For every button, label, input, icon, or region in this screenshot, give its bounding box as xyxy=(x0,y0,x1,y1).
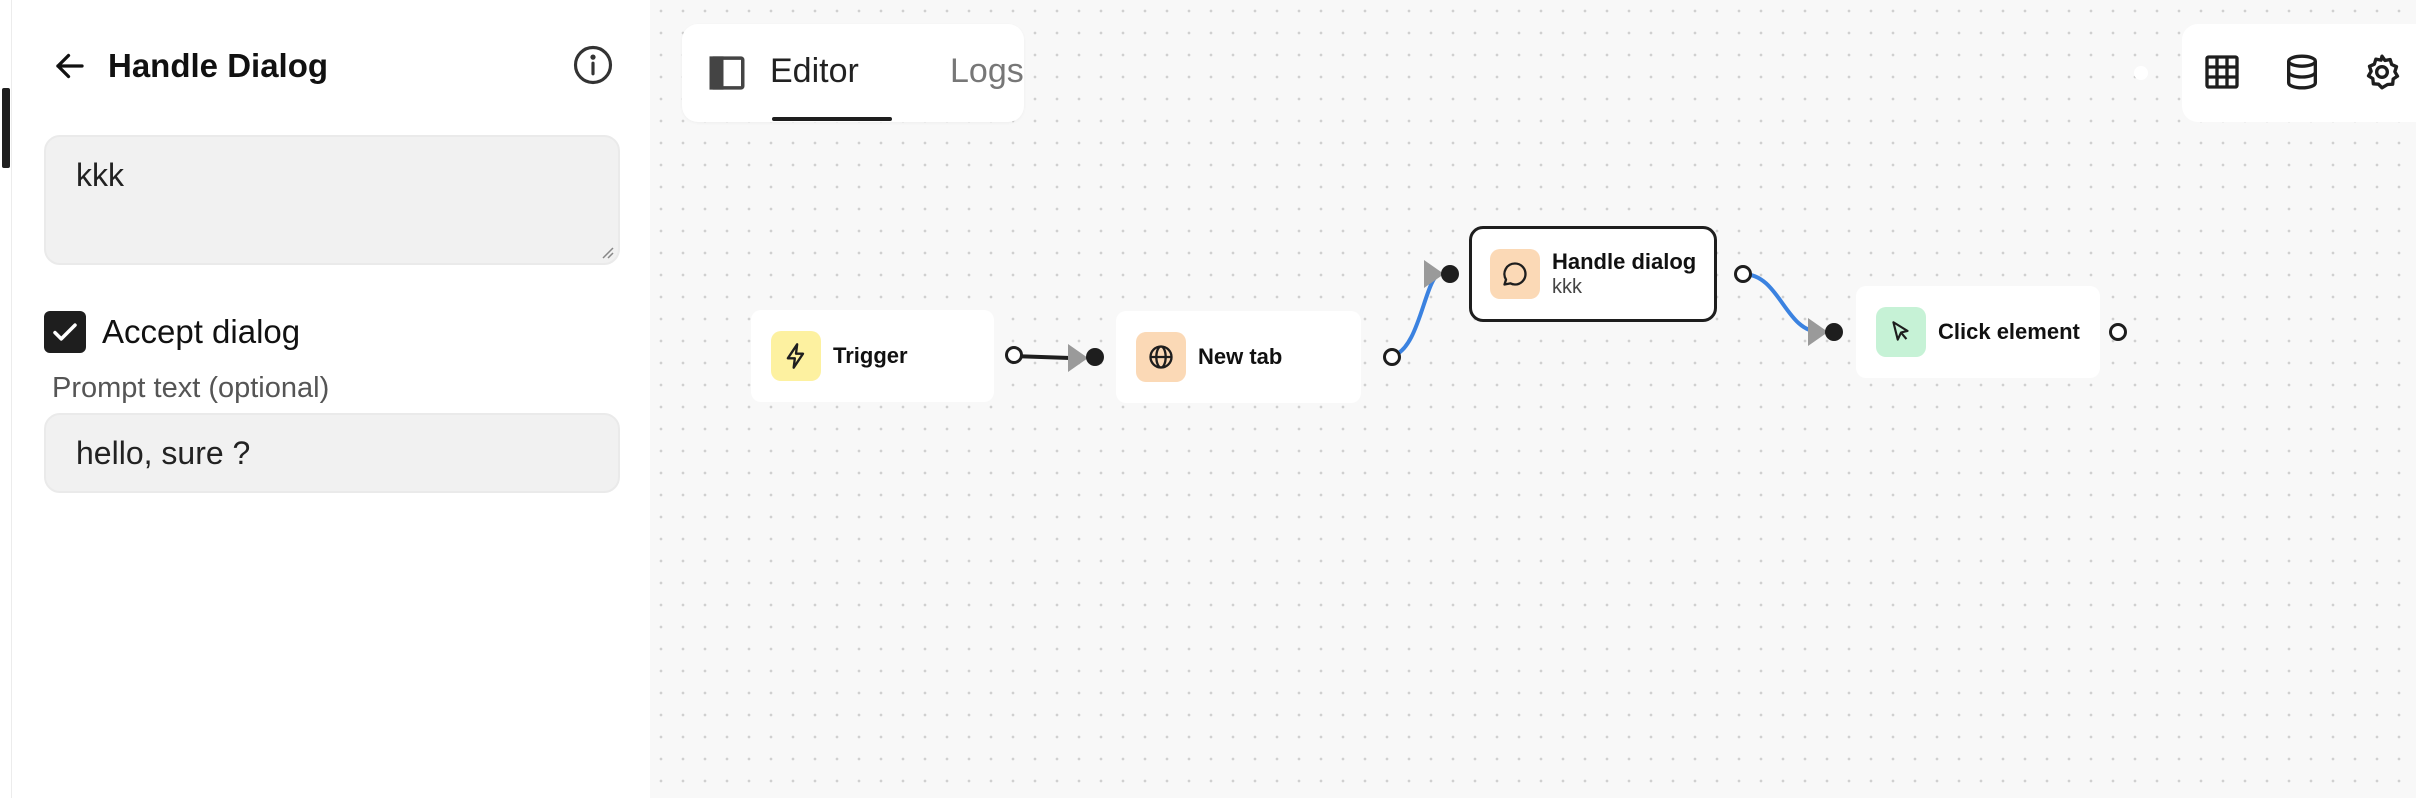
node-handle-dialog-label: Handle dialog xyxy=(1552,249,1697,274)
port-newtab-out[interactable] xyxy=(1383,348,1401,366)
info-button[interactable] xyxy=(568,40,618,90)
node-handle-dialog[interactable]: Handle dialog kkk xyxy=(1469,226,1717,322)
arrow-left-icon xyxy=(56,53,84,79)
node-new-tab-icon-box xyxy=(1136,332,1186,382)
panel-title: Handle Dialog xyxy=(108,47,329,84)
node-trigger[interactable]: Trigger xyxy=(751,310,994,402)
description-value: kkk xyxy=(76,157,124,193)
globe-icon xyxy=(1149,345,1173,369)
sidebar-toggle-button[interactable] xyxy=(704,50,750,96)
accept-dialog-checkbox[interactable] xyxy=(44,311,86,353)
edge-arrowhead xyxy=(1068,344,1088,372)
node-new-tab-label: New tab xyxy=(1198,344,1283,369)
prompt-text-label: Prompt text (optional) xyxy=(52,372,330,404)
database-icon xyxy=(2287,54,2317,90)
tab-editor[interactable]: Editor xyxy=(770,52,859,90)
workflow-canvas[interactable]: Editor Logs xyxy=(650,0,2416,798)
cursor-icon xyxy=(1892,321,1909,341)
canvas-tools xyxy=(2182,24,2416,122)
port-clickelement-out[interactable] xyxy=(2109,323,2127,341)
port-handledialog-in[interactable] xyxy=(1441,265,1459,283)
port-trigger-out[interactable] xyxy=(1005,346,1023,364)
edge-trigger-newtab xyxy=(1013,354,1071,360)
node-trigger-icon-box xyxy=(771,331,821,381)
node-new-tab[interactable]: New tab xyxy=(1116,311,1361,403)
node-handle-dialog-sublabel: kkk xyxy=(1552,276,1582,298)
port-clickelement-in[interactable] xyxy=(1825,323,1843,341)
accept-dialog-label: Accept dialog xyxy=(102,313,301,350)
port-newtab-in[interactable] xyxy=(1086,348,1104,366)
left-edge-strip xyxy=(0,0,12,798)
prompt-text-value: hello, sure ? xyxy=(76,434,251,471)
table-icon xyxy=(2205,55,2239,89)
gear-icon xyxy=(2366,54,2400,90)
table-button[interactable] xyxy=(2198,48,2246,96)
settings-button[interactable] xyxy=(2358,48,2406,96)
back-button[interactable] xyxy=(46,42,94,90)
node-click-element[interactable]: Click element xyxy=(1856,286,2100,378)
tab-logs[interactable]: Logs xyxy=(950,52,1024,90)
block-settings-panel: Handle Dialog kkk Accept dialog Prompt t… xyxy=(12,0,650,798)
active-tab-underline xyxy=(772,117,892,121)
node-trigger-label: Trigger xyxy=(833,343,908,368)
accept-dialog-checkbox-row[interactable]: Accept dialog xyxy=(44,310,300,354)
status-dot xyxy=(2134,66,2148,80)
storage-button[interactable] xyxy=(2278,48,2326,96)
active-indicator xyxy=(2,88,10,168)
node-click-element-label: Click element xyxy=(1938,319,2080,344)
edge-arrowhead xyxy=(1424,260,1444,288)
checkmark-icon xyxy=(53,323,77,341)
lightning-icon xyxy=(786,343,805,369)
editor-toolbar: Editor Logs xyxy=(682,24,1024,122)
info-icon xyxy=(573,45,613,85)
panel-header: Handle Dialog xyxy=(12,36,650,92)
description-textarea[interactable]: kkk xyxy=(44,135,620,265)
node-handle-dialog-icon-box xyxy=(1490,249,1540,299)
sidebar-toggle-icon xyxy=(709,56,745,90)
node-click-element-icon-box xyxy=(1876,307,1926,357)
resize-grip-icon[interactable] xyxy=(598,243,614,259)
port-handledialog-out[interactable] xyxy=(1734,265,1752,283)
chat-bubble-icon xyxy=(1503,262,1527,286)
edge-arrowhead xyxy=(1808,318,1828,346)
prompt-text-input[interactable]: hello, sure ? xyxy=(44,413,620,493)
